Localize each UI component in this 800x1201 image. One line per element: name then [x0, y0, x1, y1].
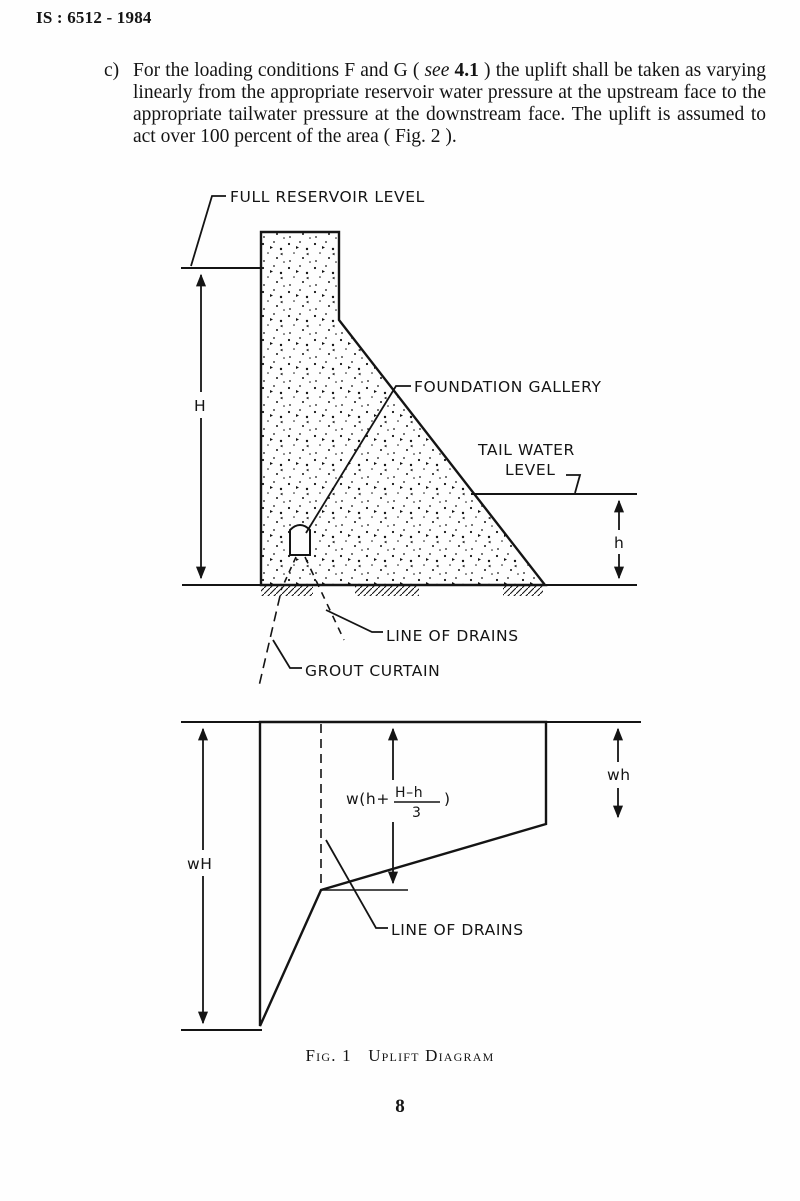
reservoir-height-label: H: [194, 397, 206, 415]
grout-curtain-dashed: [258, 595, 281, 687]
uplift-line-of-drains-label: LINE OF DRAINS: [391, 921, 524, 939]
dam-body: [259, 230, 548, 587]
full-reservoir-level-leader: [190, 195, 226, 267]
clause-text-after-ref: ) the uplift shall be taken as varying l…: [133, 60, 766, 147]
tailwater-height-label: h: [614, 534, 624, 552]
foundation-gallery-label: FOUNDATION GALLERY: [414, 378, 602, 396]
clause-text-before-ref: For the loading conditions F and G (: [133, 60, 425, 81]
uplift-pressure-polygon: [258, 720, 548, 1027]
drain-pressure-denominator: 3: [412, 805, 422, 821]
ground-hatch-middle: [355, 586, 419, 596]
clause-ref-see: see: [424, 60, 450, 81]
tail-water-label-line2: LEVEL: [505, 461, 555, 479]
line-of-drains-leader: [325, 609, 383, 633]
figure-caption: Fig. 1 Uplift Diagram: [0, 1046, 800, 1066]
tailwater-height-label-gap: [611, 530, 627, 554]
upstream-pressure-label: wH: [187, 855, 213, 873]
clause-c: c) For the loading conditions F and G ( …: [104, 60, 766, 148]
drain-pressure-suffix: ): [444, 790, 451, 808]
reservoir-height-label-gap: [192, 392, 210, 418]
figure-caption-label: Fig. 1: [305, 1046, 352, 1065]
page-number: 8: [395, 1096, 405, 1117]
grout-curtain-leader: [272, 639, 302, 669]
clause-text: For the loading conditions F and G ( see…: [133, 60, 766, 148]
line-of-drains-dashed-right: [304, 556, 345, 641]
clause-ref-number: 4.1: [454, 60, 479, 81]
downstream-pressure-label: wh: [607, 766, 631, 784]
tail-water-leader: [566, 474, 582, 494]
uplift-diagram: wH wh w(h+ H–h 3 ) LINE OF DRAINS: [181, 720, 641, 1031]
tail-water-label-line1: TAIL WATER: [477, 441, 575, 459]
ground-hatch-right: [503, 586, 543, 596]
downstream-pressure-label-gap: [606, 762, 632, 788]
grout-curtain-label: GROUT CURTAIN: [305, 662, 440, 680]
upstream-pressure-label-gap: [186, 850, 220, 876]
drain-pressure-prefix: w(h+: [346, 790, 390, 808]
foundation-gallery-leader: [305, 385, 411, 534]
full-reservoir-level-label: FULL RESERVOIR LEVEL: [230, 188, 425, 206]
standard-header: IS : 6512 - 1984: [36, 8, 152, 27]
clause-marker: c): [104, 60, 120, 81]
ground-hatch-left: [261, 586, 313, 596]
line-of-drains-label: LINE OF DRAINS: [386, 627, 519, 645]
drain-pressure-numerator: H–h: [395, 785, 423, 801]
foundation-gallery-opening: [289, 524, 311, 556]
dam-section: FULL RESERVOIR LEVEL H FOUNDATION GALLER…: [181, 188, 637, 687]
drain-pressure-label-gap: [343, 780, 455, 822]
uplift-line-of-drains-leader: [325, 839, 388, 929]
figure-caption-title: Uplift Diagram: [368, 1046, 495, 1065]
